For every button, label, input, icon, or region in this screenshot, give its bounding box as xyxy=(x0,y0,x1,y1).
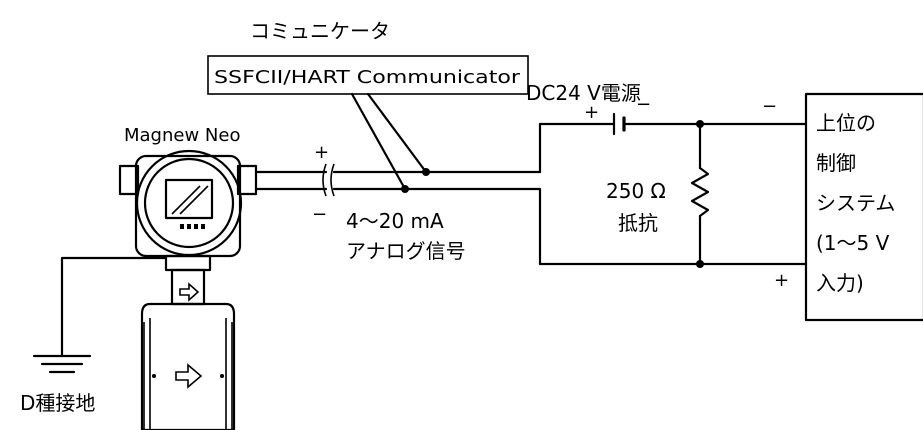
resistor-icon xyxy=(690,166,710,218)
ground-label: D種接地 xyxy=(20,391,95,415)
cable-break-mark xyxy=(330,163,335,197)
power-label: DC24 V電源 xyxy=(526,81,641,105)
upper-system-line-1: 上位の xyxy=(816,111,876,135)
power-plus: + xyxy=(584,102,599,123)
display-window xyxy=(164,178,214,220)
flow-arrow-icon xyxy=(179,282,200,302)
loop-return-wire xyxy=(403,187,542,266)
transmitter-minus: − xyxy=(312,204,327,225)
battery-icon xyxy=(612,112,626,136)
transmitter-plus: + xyxy=(314,142,329,163)
power-wire-left xyxy=(538,122,616,174)
ground-wire xyxy=(60,256,168,358)
ground-icon xyxy=(32,354,92,374)
upper-system-box xyxy=(804,92,923,322)
communicator-lead-2 xyxy=(350,92,407,191)
upper-system-line-4: (1〜5 V xyxy=(816,231,890,255)
signal-label-1: 4〜20 mA xyxy=(346,209,444,233)
transmitter-label: Magnew Neo xyxy=(124,125,240,146)
communicator-title: コミュニケータ xyxy=(250,19,390,43)
upper-system-minus: − xyxy=(762,96,777,117)
communicator-box-label: SSFCII/HART Communicator xyxy=(214,67,521,88)
resistor-label-2: 抵抗 xyxy=(618,211,658,235)
resistor-label-1: 250 Ω xyxy=(606,179,666,203)
upper-system-plus: + xyxy=(774,270,789,291)
upper-system-line-3: システム xyxy=(816,191,895,215)
transmitter-device xyxy=(118,149,258,430)
power-minus: − xyxy=(636,94,651,115)
upper-system-line-2: 制御 xyxy=(816,151,856,175)
flow-arrow-icon xyxy=(175,363,203,389)
communicator-lead-1 xyxy=(366,92,428,174)
upper-system-line-5: 入力) xyxy=(816,271,864,295)
signal-label-2: アナログ信号 xyxy=(346,239,466,263)
cable-break-mark xyxy=(322,163,327,197)
